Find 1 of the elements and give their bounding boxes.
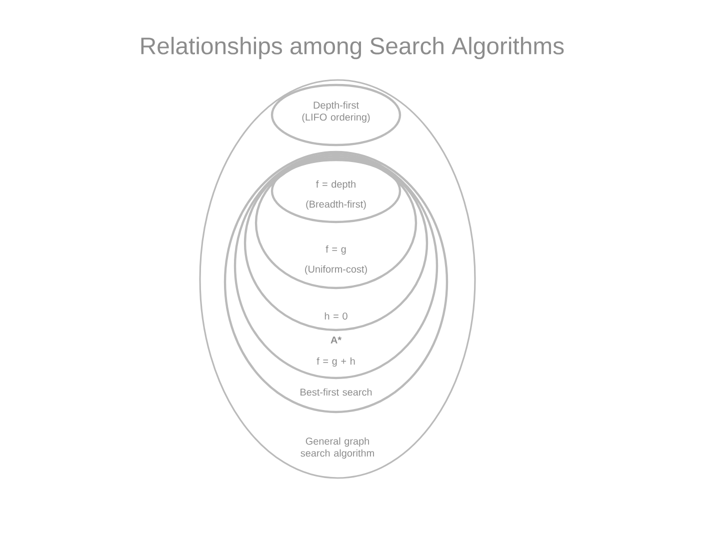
slide-title: Relationships among Search Algorithms: [141, 36, 564, 60]
